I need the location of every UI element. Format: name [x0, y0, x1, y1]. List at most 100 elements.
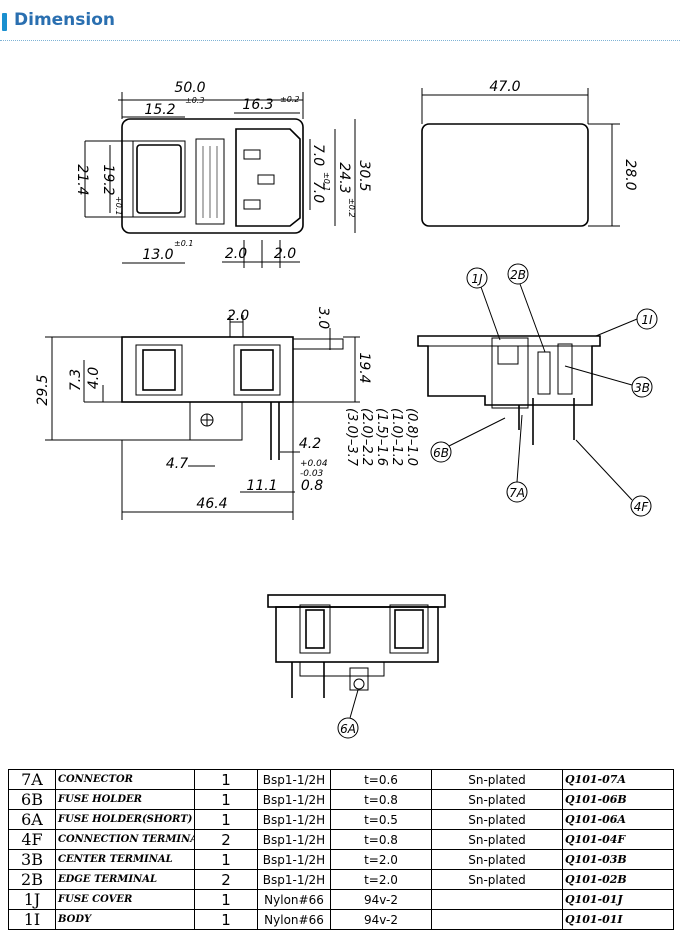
side-view-fuse-holder [189, 401, 243, 441]
bom-cell-code: 3B [8, 849, 56, 870]
panel-thickness-label: (1.0)–1.2 [389, 408, 404, 466]
bom-cell-part: Q101-06B [562, 789, 674, 810]
bom-cell-spec: t=2.0 [330, 869, 432, 890]
bom-cell-code: 1J [8, 889, 56, 910]
dim-label: 15.2 [144, 102, 175, 118]
side-view-switch-window [142, 349, 176, 391]
dim-label: 0.8 [301, 478, 323, 494]
side-view-switch [135, 344, 183, 396]
callout-6b: 6B [433, 446, 449, 460]
bom-cell-code: 1I [8, 909, 56, 930]
bom-cell-material: Bsp1-1/2H [257, 869, 331, 890]
callout-1j: 1J [471, 272, 483, 286]
top-view-inlet-socket [235, 128, 301, 227]
tol-label: ±0.1 [322, 172, 331, 191]
bom-cell-spec: t=0.5 [330, 809, 432, 830]
dim-label: 4.7 [166, 456, 188, 472]
panel-thickness-label: (0.8)–1.0 [404, 408, 419, 466]
bom-cell-name: FUSE HOLDER(SHORT) [55, 809, 195, 830]
side-view-flange [292, 338, 344, 350]
section-title: Dimension [14, 10, 116, 30]
tol-label: ±0.1 [174, 239, 193, 248]
bom-cell-part: Q101-02B [562, 869, 674, 890]
bom-cell-spec: t=0.8 [330, 789, 432, 810]
bom-cell-qty: 1 [194, 909, 258, 930]
side-view-socket [233, 344, 281, 396]
bom-cell-name: CENTER TERMINAL [55, 849, 195, 870]
bom-cell-material: Bsp1-1/2H [257, 769, 331, 790]
tol-label: +0.1 [114, 196, 123, 215]
bottom-view-socket-inner [394, 609, 424, 649]
bom-cell-spec: t=2.0 [330, 849, 432, 870]
header-accent-bar [2, 13, 7, 31]
bom-cell-material: Bsp1-1/2H [257, 829, 331, 850]
technical-drawing: 50.0 15.2 ±0.3 16.3 ±0.2 21.4 19.2 +0.1 … [35, 79, 658, 739]
bom-cell-qty: 2 [194, 829, 258, 850]
bom-cell-name: BODY [55, 909, 195, 930]
dim-label: 11.1 [246, 478, 277, 494]
bom-cell-spec: 94v-2 [330, 889, 432, 910]
bom-cell-material: Nylon#66 [257, 909, 331, 930]
callout-1i: 1I [641, 313, 653, 327]
dim-label: 24.3 [336, 162, 352, 193]
dim-label: 2.0 [225, 246, 247, 262]
bom-cell-material: Nylon#66 [257, 889, 331, 910]
top-view-pin-slot [257, 174, 275, 185]
bom-cell-code: 6B [8, 789, 56, 810]
right-view: 47.0 28.0 [421, 79, 638, 227]
bom-cell-spec: t=0.8 [330, 829, 432, 850]
bom-cell-finish: Sn-plated [431, 849, 563, 870]
section-edge-terminal [537, 351, 551, 395]
dim-label: 13.0 [142, 247, 173, 263]
bom-cell-qty: 1 [194, 849, 258, 870]
dim-label: 4.0 [86, 367, 102, 389]
bottom-view-terminal-base [299, 661, 385, 677]
bom-cell-part: Q101-07A [562, 769, 674, 790]
dim-label: 7.0 [310, 144, 326, 166]
dim-label: 21.4 [74, 164, 90, 195]
dim-label: 3.0 [315, 307, 331, 329]
dim-label: 2.0 [274, 246, 296, 262]
tol-label: ±0.2 [280, 95, 299, 104]
bom-cell-code: 4F [8, 829, 56, 850]
top-view-pin-slot [243, 149, 261, 160]
section-outline [417, 335, 601, 406]
bom-cell-material: Bsp1-1/2H [257, 849, 331, 870]
bom-cell-name: CONNECTION TERMINAL [55, 829, 195, 850]
top-view-switch-window [132, 140, 186, 218]
bottom-view-switch-inner [305, 609, 325, 649]
bom-cell-code: 2B [8, 869, 56, 890]
dim-label: 4.2 [299, 436, 321, 452]
bottom-view: 6A [267, 594, 446, 739]
callout-3b: 3B [634, 381, 650, 395]
dim-label: 50.0 [174, 80, 205, 96]
panel-thickness-label: (1.5)–1.6 [374, 408, 389, 466]
tol-label: +0.04 [300, 459, 328, 469]
bom-cell-part: Q101-01J [562, 889, 674, 910]
bom-cell-code: 7A [8, 769, 56, 790]
side-view-body [121, 336, 294, 403]
bom-cell-qty: 2 [194, 869, 258, 890]
section-fuse-cover [491, 337, 529, 409]
dim-label: 7.0 [310, 181, 326, 203]
dim-label: 19.2 [100, 164, 116, 195]
section-center-terminal [557, 343, 573, 395]
bom-cell-part: Q101-06A [562, 809, 674, 830]
dim-label: 46.4 [196, 496, 227, 512]
dim-label: 16.3 [242, 97, 273, 113]
bottom-view-switch-window [299, 604, 331, 654]
bom-cell-finish: Sn-plated [431, 769, 563, 790]
bom-cell-spec: 94v-2 [330, 909, 432, 930]
panel-thickness-label: (2.0)–2.2 [359, 408, 374, 466]
bom-cell-material: Bsp1-1/2H [257, 809, 331, 830]
bom-cell-qty: 1 [194, 789, 258, 810]
dim-label: 29.5 [35, 374, 51, 405]
